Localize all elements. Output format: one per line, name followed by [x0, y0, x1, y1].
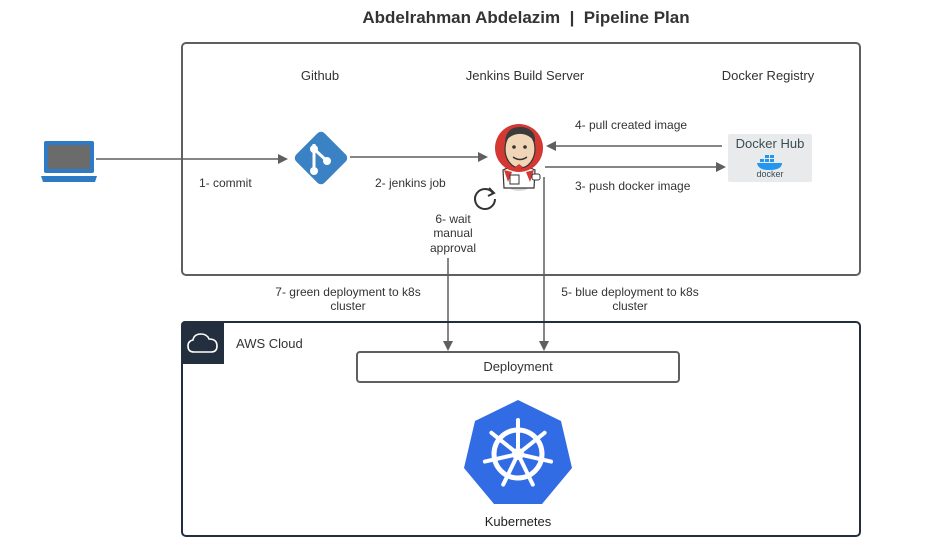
kubernetes-icon — [464, 400, 572, 504]
step-blue-deploy-label-line2: cluster — [612, 299, 648, 313]
aws-cloud-badge — [181, 321, 224, 364]
docker-registry-heading: Docker Registry — [721, 68, 815, 83]
docker-whale-icon — [757, 155, 782, 170]
jenkins-heading: Jenkins Build Server — [465, 68, 585, 83]
jenkins-icon — [495, 124, 543, 191]
refresh-icon — [474, 187, 496, 210]
step-wait-label-line1: 6- wait — [435, 212, 471, 226]
docker-hub-logo-text: Docker Hub — [735, 136, 805, 151]
step-green-deploy-label-line1: 7- green deployment to k8s — [275, 285, 421, 299]
laptop-icon — [41, 141, 97, 182]
diagram-title: Abdelrahman Abdelazim | Pipeline Plan — [362, 8, 690, 27]
step-jenkins-job-label: 2- jenkins job — [375, 176, 446, 190]
deployment-box: Deployment — [356, 351, 680, 383]
step-pull-image-label: 4- pull created image — [575, 118, 688, 132]
deployment-label: Deployment — [483, 359, 553, 374]
step-green-deploy-label-line2: cluster — [330, 299, 366, 313]
docker-hub-subtext: docker — [756, 169, 784, 179]
step-push-image-label: 3- push docker image — [575, 179, 691, 193]
github-heading: Github — [300, 68, 340, 83]
git-icon — [294, 131, 348, 185]
cloud-icon — [187, 333, 218, 353]
step-commit-label: 1- commit — [199, 176, 252, 190]
kubernetes-label: Kubernetes — [484, 514, 552, 529]
step-wait-label-line3: approval — [429, 241, 477, 255]
aws-cloud-frame — [181, 321, 861, 537]
step-blue-deploy-label-line1: 5- blue deployment to k8s — [561, 285, 699, 299]
step-wait-label-line2: manual — [433, 226, 473, 240]
aws-cloud-label: AWS Cloud — [236, 336, 303, 351]
docker-hub-logo: Docker Hub docker — [728, 134, 812, 182]
